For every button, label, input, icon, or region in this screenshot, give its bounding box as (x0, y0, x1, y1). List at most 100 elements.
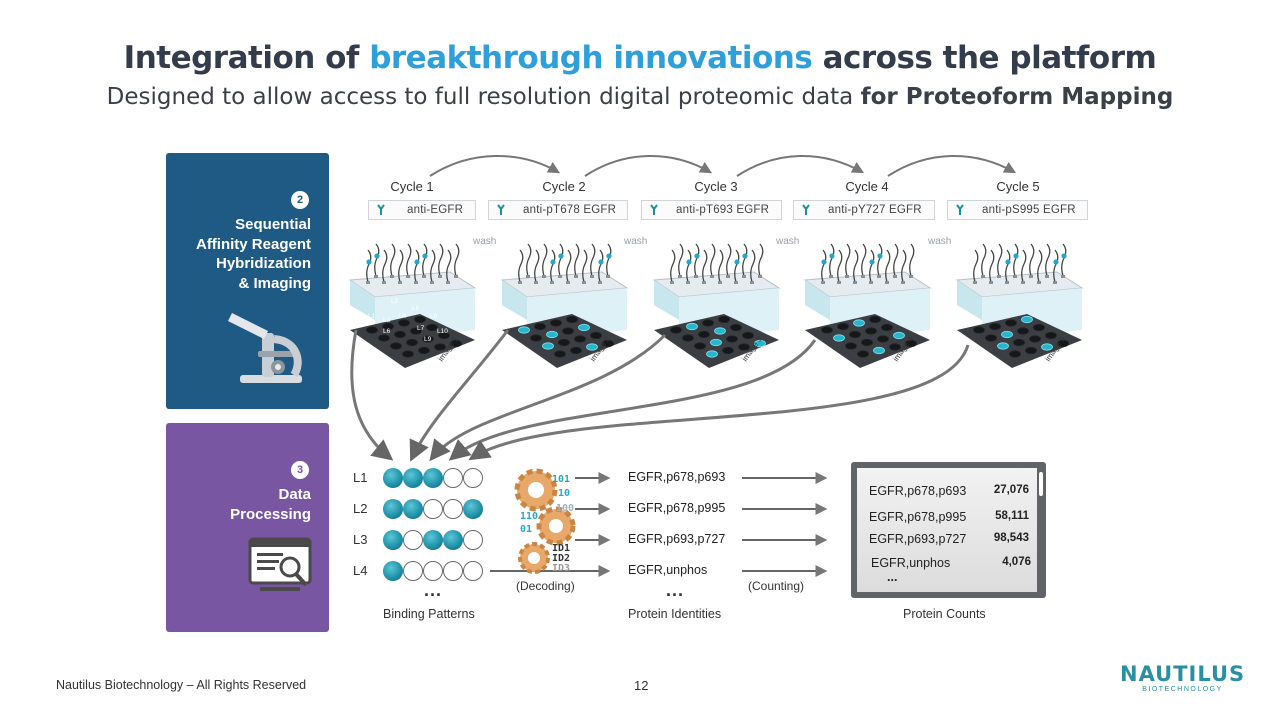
cycle-label: Cycle 1 (390, 179, 434, 194)
wash-label: wash (473, 236, 497, 247)
bead-bound (443, 530, 463, 550)
reagent-label: anti-pY727 EGFR (793, 200, 935, 220)
bead-unbound (443, 468, 463, 488)
cycle-arrows (429, 155, 1017, 177)
bead-unbound (403, 530, 423, 550)
step-number-badge: 2 (291, 191, 309, 209)
count-value: 58,111 (995, 510, 1029, 522)
flow-cell: image 2 (500, 243, 629, 368)
protein-identity: EGFR,unphos (628, 563, 708, 577)
bead-unbound (443, 561, 463, 581)
binary-digit: 110 (520, 511, 538, 522)
image-arrows (350, 329, 970, 462)
count-value: 98,543 (993, 532, 1029, 544)
well-label: L4 (399, 313, 407, 320)
step3-line: Data (278, 486, 311, 503)
count-row: EGFR,p678,p995 58,111 (869, 510, 1029, 524)
reagent-text: anti-EGFR (407, 204, 464, 216)
decode-arrows (490, 472, 828, 577)
logo-sub: BIOTECHNOLOGY (1142, 686, 1223, 693)
gear-icon (536, 506, 576, 546)
row-label: L1 (353, 470, 368, 485)
binary-id: ID1 (552, 543, 570, 554)
reagent-label: anti-pT693 EGFR (641, 200, 782, 220)
binding-patterns-label: Binding Patterns (383, 607, 475, 621)
bead-unbound (463, 561, 483, 581)
binary-id: ID3 (552, 563, 570, 574)
count-name: EGFR,p678,p693 (869, 484, 967, 498)
binary-text: 101 10 100 110 01 ID1 ID2 ID3 (520, 474, 574, 574)
gear-icon (518, 542, 550, 574)
bead-unbound (423, 561, 443, 581)
bead-bound (403, 468, 423, 488)
slide-subtitle: Designed to allow access to full resolut… (0, 84, 1280, 110)
count-name: EGFR,unphos (871, 556, 951, 570)
reagent-text: anti-pS995 EGFR (982, 204, 1076, 216)
binary-digit: 100 (556, 503, 574, 514)
bead-bound (463, 499, 483, 519)
step-number-badge: 3 (291, 461, 309, 479)
footer-copyright: Nautilus Biotechnology – All Rights Rese… (56, 678, 307, 692)
row-ellipsis: ... (424, 580, 443, 600)
count-row: EGFR,unphos 4,076 (871, 556, 1031, 570)
step3-text: Data Processing (230, 485, 311, 524)
reagent-label: anti-pT678 EGFR (488, 200, 628, 220)
antibody-icon (802, 204, 810, 215)
antibody-icon (377, 204, 385, 215)
document-search-icon (248, 537, 312, 591)
count-name: EGFR,p693,p727 (869, 532, 967, 546)
title-highlight: breakthrough innovations (369, 40, 813, 76)
cycle-label: Cycle 5 (996, 179, 1040, 194)
step3-line: Processing (230, 505, 311, 523)
step2-line: Sequential (235, 216, 311, 233)
bead-unbound (463, 530, 483, 550)
wash-label: wash (928, 236, 952, 247)
protein-identity: EGFR,p678,p693 (628, 470, 726, 484)
flow-cell: image 3 (652, 243, 781, 368)
bead-unbound (463, 468, 483, 488)
cycle-label: Cycle 3 (694, 179, 738, 194)
well-label: L3 (383, 317, 391, 324)
subtitle-bold: for Proteoform Mapping (860, 84, 1174, 110)
bead-bound (383, 499, 403, 519)
protein-identity: EGFR,p693,p727 (628, 532, 726, 546)
flow-cell: image 5 (955, 243, 1084, 368)
row-label: L4 (353, 563, 368, 578)
well-label: L9 (424, 336, 432, 343)
count-value: 4,076 (1002, 556, 1031, 568)
cycle-label: Cycle 4 (845, 179, 889, 194)
cycle-label: Cycle 2 (542, 179, 586, 194)
protein-identity: EGFR,p678,p995 (628, 501, 726, 515)
logo-main: NAUTILUS (1120, 662, 1246, 686)
subtitle-part: Designed to allow access to full resolut… (106, 84, 854, 110)
reagent-text: anti-pT678 EGFR (523, 204, 617, 216)
page-number: 12 (634, 678, 649, 693)
scrollbar[interactable] (1039, 472, 1043, 496)
reagent-text: anti-pT693 EGFR (676, 204, 770, 216)
protein-counts-label: Protein Counts (903, 607, 986, 621)
flow-cell: image 1 (348, 243, 477, 368)
bead-bound (423, 468, 443, 488)
well-label: L6 (383, 328, 391, 335)
step2-panel: 2 Sequential Affinity Reagent Hybridizat… (166, 153, 329, 409)
bead-unbound (403, 561, 423, 581)
title-part: across the platform (822, 40, 1157, 76)
title-part: Integration of (123, 40, 360, 76)
well-label: L2 (391, 298, 399, 305)
well-label: L5 (412, 305, 420, 312)
step2-line: Affinity Reagent (195, 235, 311, 253)
bead-bound (383, 468, 403, 488)
binary-digit: 10 (558, 488, 570, 499)
step2-line: & Imaging (238, 274, 311, 292)
well-label: L1 (368, 313, 376, 320)
well-label: L10 (437, 328, 448, 335)
row-label: L2 (353, 501, 368, 516)
well-label: L8 (430, 313, 438, 320)
count-name: EGFR,p678,p995 (869, 510, 967, 524)
antibody-icon (956, 204, 964, 215)
bead-unbound (423, 499, 443, 519)
decoding-label: (Decoding) (516, 579, 575, 593)
